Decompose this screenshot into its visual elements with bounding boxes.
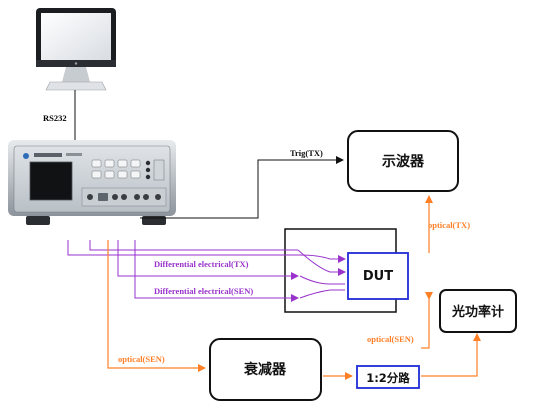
differential-sen-label: Differential electrical(SEN) bbox=[154, 286, 253, 296]
test-instrument-icon bbox=[8, 140, 176, 225]
rs232-label: RS232 bbox=[43, 113, 67, 123]
optical-sen-line-splitter-to-dut bbox=[421, 292, 433, 349]
oscilloscope-label: 示波器 bbox=[382, 153, 425, 170]
trig-tx-line bbox=[140, 156, 344, 219]
optical-line-to-power-meter bbox=[421, 333, 481, 377]
diff-sen-from-dut-lower bbox=[299, 289, 345, 299]
optical-power-meter-label: 光功率计 bbox=[451, 304, 504, 320]
dut-label: DUT bbox=[363, 269, 393, 284]
splitter-label: 1:2分路 bbox=[366, 371, 410, 385]
trig-tx-label: Trig(TX) bbox=[290, 148, 323, 158]
dut-box bbox=[347, 252, 409, 300]
monitor-icon bbox=[36, 8, 116, 91]
differential-sen-line-1 bbox=[117, 240, 299, 280]
differential-tx-label: Differential electrical(TX) bbox=[154, 259, 249, 269]
splitter-box bbox=[356, 365, 420, 389]
optical-sen-line-to-attenuator bbox=[107, 240, 206, 372]
differential-tx-lines bbox=[67, 240, 300, 256]
diff-tx-arrow-lower bbox=[297, 249, 346, 276]
diff-sen-from-dut-upper bbox=[299, 275, 345, 285]
differential-sen-line-2 bbox=[134, 240, 299, 302]
optical-tx-label: optical(TX) bbox=[428, 220, 470, 230]
attenuator-label: 衰减器 bbox=[243, 361, 287, 378]
optical-power-meter-box bbox=[439, 289, 517, 333]
attenuator-box bbox=[209, 338, 322, 401]
optical-sen-label-left: optical(SEN) bbox=[118, 354, 165, 364]
optical-sen-label-right: optical(SEN) bbox=[367, 334, 414, 344]
oscilloscope-box bbox=[347, 130, 459, 192]
